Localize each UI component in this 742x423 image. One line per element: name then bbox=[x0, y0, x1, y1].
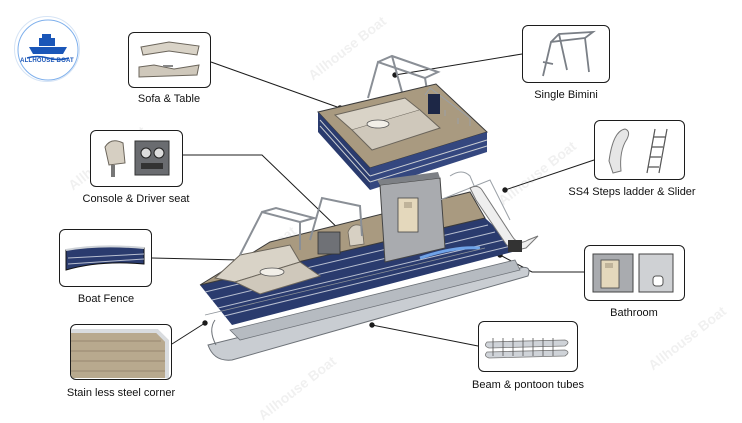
fence-image bbox=[65, 245, 145, 271]
boat-logo-icon bbox=[17, 19, 79, 81]
console-seat-image bbox=[104, 140, 170, 177]
sofa-table-image bbox=[138, 41, 200, 78]
bimini-frame-image bbox=[542, 30, 596, 77]
callout-label-bathroom: Bathroom bbox=[610, 307, 658, 319]
callout-boat-fence bbox=[59, 229, 152, 287]
ladder-slider-image bbox=[608, 128, 668, 174]
brand-logo: ALLHOUSE BOAT bbox=[14, 16, 80, 82]
callout-single-bimini bbox=[522, 25, 610, 83]
callout-beam-pontoon bbox=[478, 321, 578, 372]
callout-stainless-corner bbox=[70, 324, 172, 380]
callout-bathroom bbox=[584, 245, 685, 301]
callout-label-single-bimini: Single Bimini bbox=[534, 89, 598, 101]
callout-label-steps-ladder-slider: SS4 Steps ladder & Slider bbox=[568, 186, 696, 198]
bathroom-image bbox=[592, 253, 674, 293]
callout-label-console-driver-seat: Console & Driver seat bbox=[82, 193, 190, 205]
callout-sofa-table bbox=[128, 32, 211, 88]
callout-label-sofa-table: Sofa & Table bbox=[137, 93, 201, 105]
pontoon-frame-image bbox=[485, 338, 569, 359]
callout-label-beam-pontoon: Beam & pontoon tubes bbox=[472, 379, 584, 391]
logo-text: ALLHOUSE BOAT bbox=[20, 58, 74, 64]
callout-label-boat-fence: Boat Fence bbox=[77, 293, 135, 305]
callout-steps-ladder-slider bbox=[594, 120, 685, 180]
corner-image bbox=[71, 329, 169, 378]
callout-console-driver-seat bbox=[90, 130, 183, 187]
callout-label-stainless-corner: Stain less steel corner bbox=[66, 387, 176, 399]
